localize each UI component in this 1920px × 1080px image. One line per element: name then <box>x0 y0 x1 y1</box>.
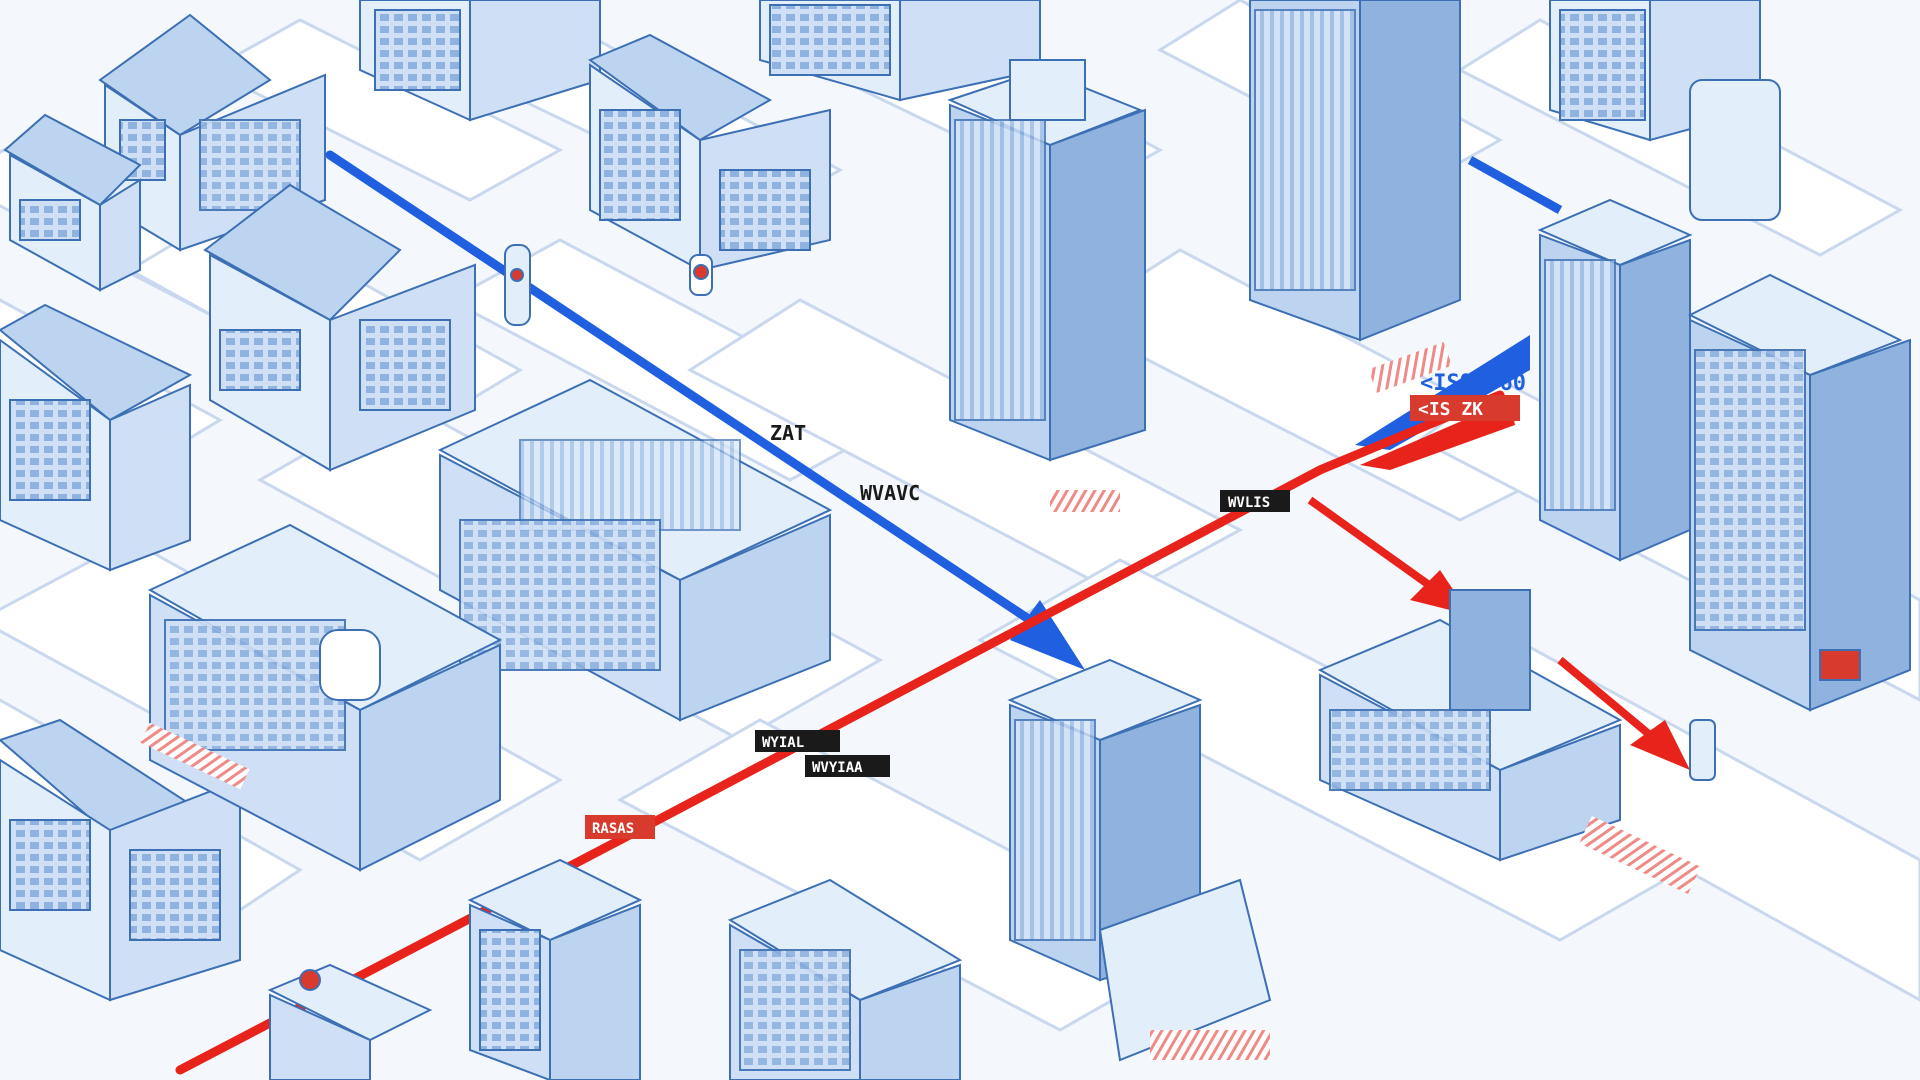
traffic-light-icon-3 <box>1689 719 1716 781</box>
street-sign-icon: ZAT WVAVC WVLIS WYIAL WVYIAA RASAS <IS9 … <box>585 371 1526 839</box>
house-left-edge <box>0 303 193 572</box>
building-flat-roof-center <box>437 378 833 722</box>
label-red-tag: RASAS <box>592 821 634 837</box>
building-house-center <box>587 33 831 272</box>
tower-bottom-center <box>1007 658 1272 1062</box>
building-top-center-left <box>359 0 601 122</box>
road-markings <box>140 342 1701 1060</box>
building-right-mid <box>1317 589 1623 862</box>
label-blue-route: <IS9 360 <box>1420 371 1526 396</box>
red-route-arrow-2-icon <box>1630 720 1690 770</box>
house-bottom-left <box>0 718 241 1002</box>
label-sign-4: WVYIAA <box>812 760 863 776</box>
building-left-center <box>147 523 503 872</box>
house-small-left <box>3 113 142 292</box>
building-bottom-left-2 <box>467 858 643 1080</box>
label-sign-1: WVAVC <box>860 481 920 505</box>
label-red-route: <IS ZK <box>1418 399 1483 420</box>
blue-route-arrow-icon <box>1010 600 1085 670</box>
tower-right-2 <box>1687 273 1911 712</box>
traffic-light-icon <box>504 244 531 326</box>
building-top-center <box>759 0 1041 102</box>
red-route-branch <box>1307 496 1453 604</box>
label-zat: ZAT <box>770 421 806 445</box>
building-bottom-mid <box>727 878 963 1080</box>
tower-top-right <box>1549 0 1781 221</box>
blue-route-arrow-left-icon <box>1355 335 1530 450</box>
red-route <box>175 390 1505 1075</box>
tower-top-right-center <box>1249 0 1461 342</box>
blue-route-upper <box>1467 156 1563 214</box>
label-sign-3: WYIAL <box>762 735 804 751</box>
tower-center <box>947 59 1146 462</box>
tower-right-1 <box>1537 198 1693 562</box>
building-bottom-left-3 <box>267 963 433 1080</box>
water-tank-icon <box>319 629 381 701</box>
house-mid-left <box>203 183 476 472</box>
traffic-light-icon-2 <box>689 254 713 296</box>
blue-route <box>325 150 1035 625</box>
label-sign-2: WVLIS <box>1228 495 1270 511</box>
